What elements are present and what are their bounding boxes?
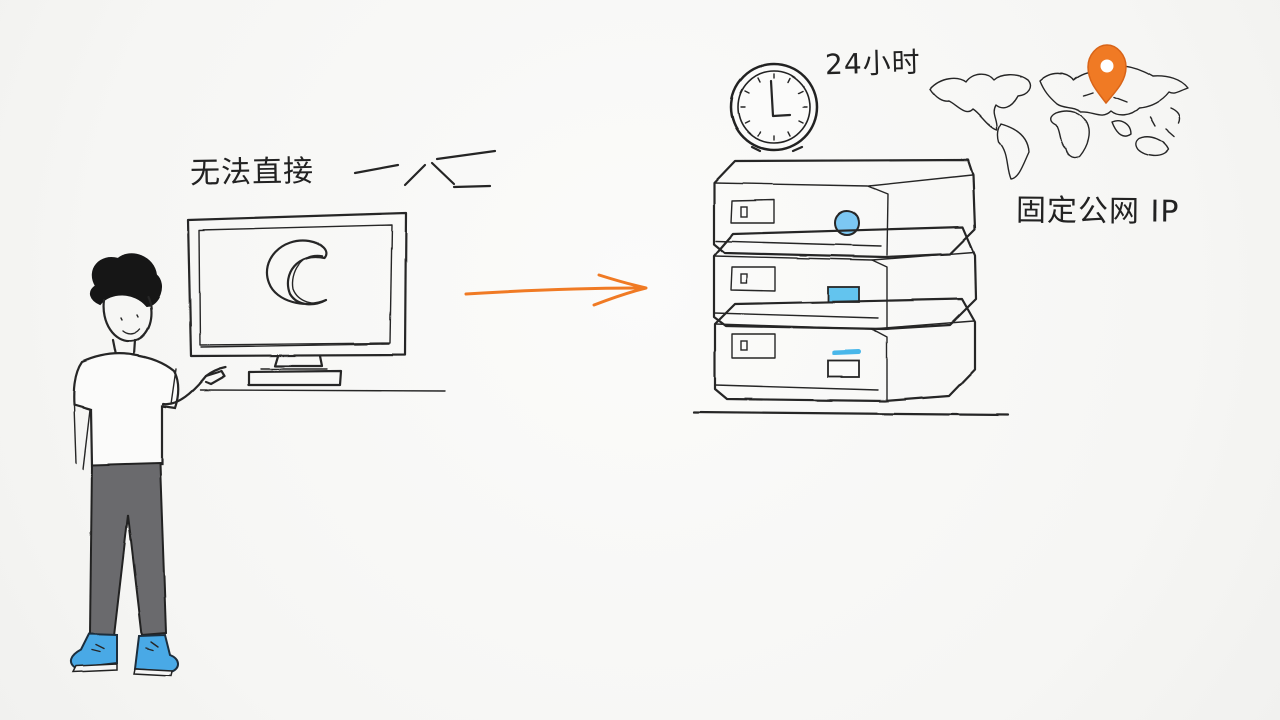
clock-icon [729,62,819,153]
server-stack-icon [692,158,1010,417]
uptime-label: 24小时 [824,45,922,82]
arrow-right-icon [464,273,648,307]
person-icon [69,253,228,677]
static-ip-label: 固定公网 IP [1015,193,1180,230]
cannot-connect-label: 无法直接 [189,153,315,192]
computer-monitor-icon [186,211,446,392]
moon-icon [266,239,328,306]
connection-broken-lines [353,149,497,189]
location-pin-icon [1087,44,1127,105]
